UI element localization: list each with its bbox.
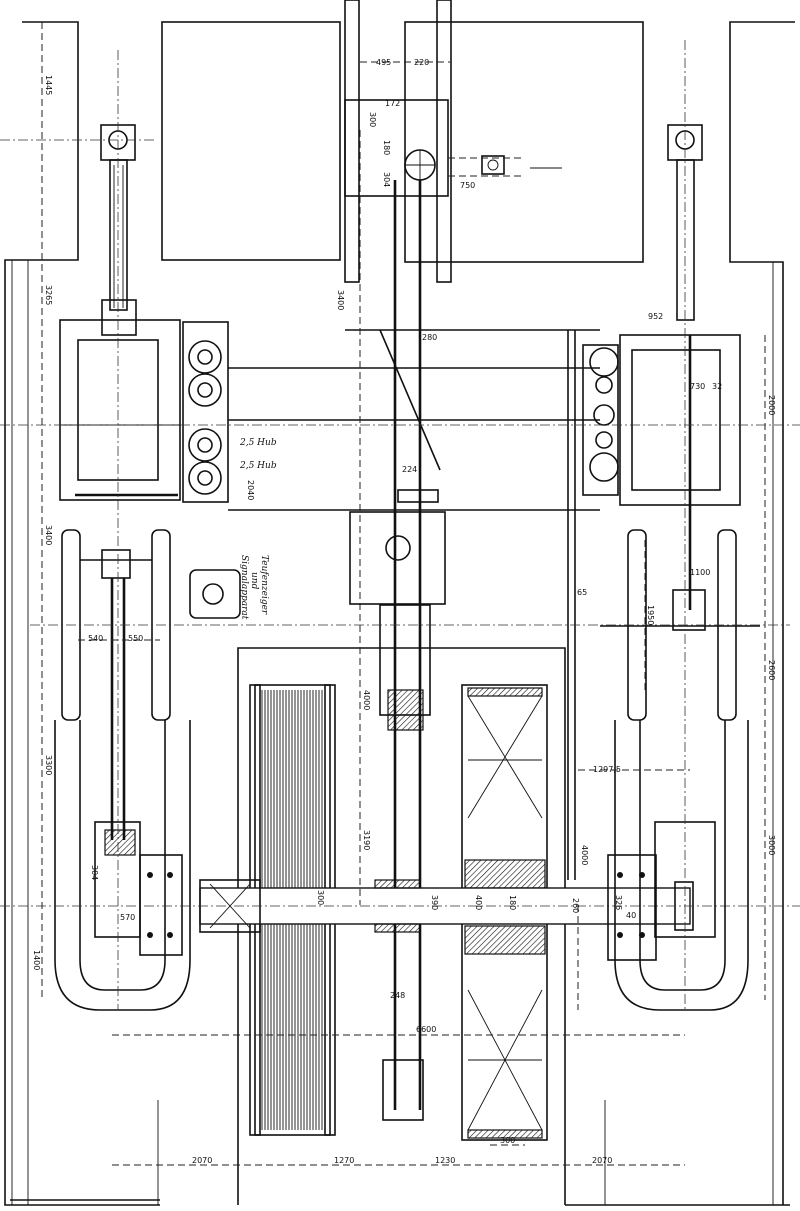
dim-left-mid: 3400 [44,525,53,545]
dim-right-730: 730 [690,382,705,391]
dim-right-2600: 2600 [767,660,776,680]
dim-bottom-6600: 6600 [416,1025,436,1034]
dim-left-lower: 3300 [44,755,53,775]
indicator-label-2: und [249,572,259,590]
dim-bottom-1270: 1270 [334,1156,354,1165]
main-shaft [0,879,800,933]
dim-bottom-248: 248 [390,991,405,1000]
dim-right-3000: 3000 [767,835,776,855]
dim-shaft-400: 400 [474,895,483,910]
dim-indicator-3190: 3190 [362,830,371,850]
dim-shaft-4000: 4000 [580,845,589,865]
dim-center-2040: 2040 [246,480,255,500]
depth-indicator [345,329,600,1121]
dim-guide-550: 550 [128,634,143,643]
dim-bottom-300: 300 [500,1136,515,1145]
dim-crank-570: 570 [120,913,135,922]
dim-box-180: 180 [382,140,391,155]
left-engine [54,124,191,1011]
indicator-label-3: Signalapparat [239,555,249,620]
stroke-label-2: 2,5 Hub [239,461,277,471]
dim-shaft-40: 40 [626,911,636,920]
right-engine [567,124,760,1011]
dim-center-224: 224 [402,465,417,474]
dimension-lines [0,22,800,1166]
annotations: 2,5 Hub 2,5 Hub Teufenzeiger und Signala… [239,438,277,620]
dim-shaft-260: 260 [571,898,580,913]
dim-box-300: 300 [368,112,377,127]
dim-right-1950: 1950 [646,605,655,625]
indicator-label-1: Teufenzeiger [259,555,269,615]
dim-shaft-180: 180 [508,895,517,910]
dim-right-1297: 1297,5 [593,765,621,774]
dim-lever-750: 750 [460,181,475,190]
dim-rod-65: 65 [577,588,587,597]
dim-box-172: 172 [385,99,400,108]
stroke-label-1: 2,5 Hub [239,438,277,448]
dim-shaft-390: 390 [430,895,439,910]
dim-right-32: 32 [712,382,722,391]
dim-bottom-1230: 1230 [435,1156,455,1165]
foundation-outline [4,21,795,1206]
dim-shaft-300: 300 [316,890,325,905]
dim-bottom-2070-left: 2070 [192,1156,212,1165]
dim-center-3400: 3400 [336,290,345,310]
dim-crank-304: 304 [90,865,99,880]
dim-bottom-2070-right: 2070 [592,1156,612,1165]
dim-indicator-4000: 4000 [362,690,371,710]
upper-frame [344,0,562,1110]
dim-shaft-326: 326 [614,895,623,910]
left-valve-chests [182,321,600,619]
dim-shaft-280: 280 [422,333,437,342]
dim-top-495: 495 [376,58,391,67]
dimension-labels: 1445 3265 3400 3300 1400 495 220 172 300… [32,58,776,1165]
dim-box-304: 304 [382,172,391,187]
dim-right-952: 952 [648,312,663,321]
dim-right-1100: 1100 [690,568,710,577]
dim-guide-540: 540 [88,634,103,643]
dim-top-220: 220 [414,58,429,67]
dim-left-top: 1445 [44,75,53,95]
dim-right-2000: 2000 [767,395,776,415]
dim-left-upper: 3265 [44,285,53,305]
dim-left-bottom: 1400 [32,950,41,970]
